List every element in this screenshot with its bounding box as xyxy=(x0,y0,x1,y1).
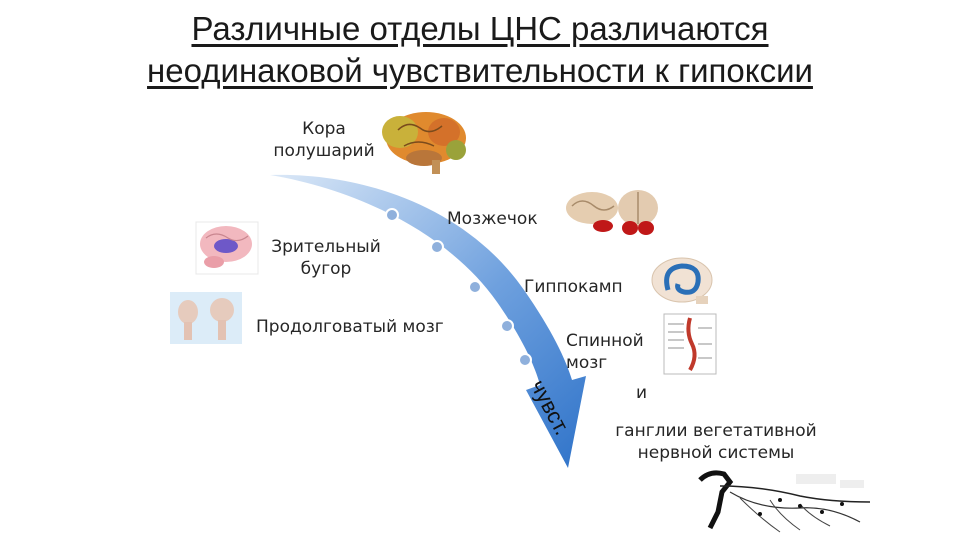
label-ganglia-line-1: ганглии вегетативной xyxy=(615,421,817,441)
node-spinal xyxy=(518,353,532,367)
label-spinal-line-1: Спинной xyxy=(566,331,644,351)
label-ganglia-line-2: нервной системы xyxy=(637,443,795,463)
medulla-image xyxy=(170,292,242,344)
label-thalamus-line-2: бугор xyxy=(300,259,352,279)
label-hippocampus: Гиппокамп xyxy=(524,277,623,297)
label-cortex: Кора полушарий xyxy=(262,118,386,162)
label-spinal-line-2: мозг xyxy=(566,353,608,373)
label-cerebellum: Мозжечок xyxy=(447,209,538,229)
thalamus-image xyxy=(195,221,259,275)
title-line-2: неодинаковой чувствительности к гипоксии xyxy=(147,52,813,89)
cerebellum-image-2 xyxy=(618,190,658,235)
slide-title: Различные отделы ЦНС различаются неодина… xyxy=(0,8,960,92)
label-cortex-line-1: Кора xyxy=(302,119,346,139)
label-cortex-line-2: полушарий xyxy=(273,141,375,161)
label-medulla: Продолговатый мозг xyxy=(256,317,444,337)
label-spinal-cord: Спинной мозг xyxy=(566,330,644,374)
hippocampus-image xyxy=(651,257,713,304)
arrow-body xyxy=(270,174,586,468)
node-medulla xyxy=(500,319,514,333)
node-cerebellum xyxy=(430,240,444,254)
node-cortex xyxy=(385,208,399,222)
label-thalamus: Зрительный бугор xyxy=(256,236,396,280)
ganglia-nervous-system-image xyxy=(698,470,871,533)
node-hippocampus xyxy=(468,280,482,294)
label-thalamus-line-1: Зрительный xyxy=(271,237,381,257)
label-ganglia: ганглии вегетативной нервной системы xyxy=(596,420,836,464)
cerebellum-image-1 xyxy=(566,192,618,232)
label-and: и xyxy=(636,383,648,403)
title-line-1: Различные отделы ЦНС различаются xyxy=(191,10,769,47)
spinal-cord-image xyxy=(663,313,717,375)
arrow-nodes xyxy=(385,208,532,367)
cortex-brain-image xyxy=(382,112,466,174)
